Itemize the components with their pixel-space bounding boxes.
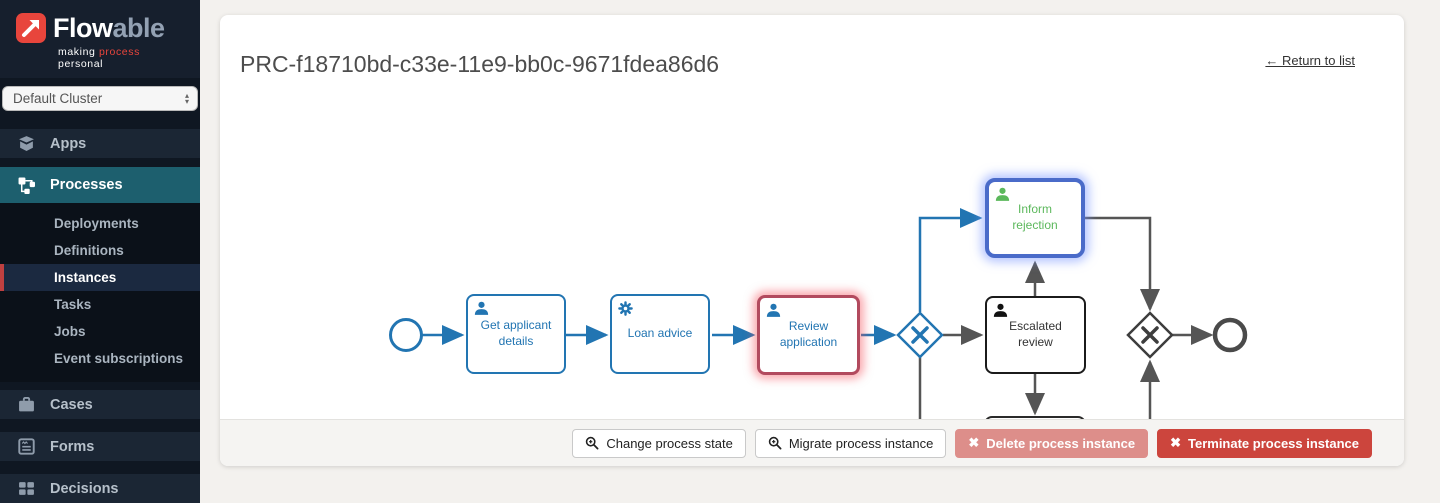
change-process-state-button[interactable]: Change process state xyxy=(572,428,746,458)
sitemap-icon xyxy=(18,177,35,194)
page-title: PRC-f18710bd-c33e-11e9-bb0c-9671fdea86d6 xyxy=(240,51,720,77)
process-instance-card: PRC-f18710bd-c33e-11e9-bb0c-9671fdea86d6… xyxy=(220,15,1404,466)
sidebar-item-label: Processes xyxy=(50,177,123,193)
user-task-icon xyxy=(766,303,781,317)
action-toolbar: Change process state Migrate process ins… xyxy=(220,419,1404,466)
task-label: Get applicant details xyxy=(480,318,552,348)
brand-tagline: making process personal xyxy=(58,46,140,70)
sidebar-item-label: Decisions xyxy=(50,480,119,497)
delete-process-instance-button[interactable]: ✖ Delete process instance xyxy=(955,428,1149,458)
user-task-icon xyxy=(995,187,1010,201)
sidebar-item-label: Cases xyxy=(50,396,93,413)
task-label: Escalated review xyxy=(1009,319,1062,349)
x-icon: ✖ xyxy=(968,435,980,450)
cluster-select-value: Default Cluster xyxy=(13,91,103,106)
sidebar-item-forms[interactable]: Forms xyxy=(0,432,200,461)
logo: Flowable making process personal xyxy=(0,0,200,78)
cluster-select[interactable]: Default Cluster ▴▾ xyxy=(2,86,198,111)
x-icon: ✖ xyxy=(1170,435,1181,450)
subnav-item-instances[interactable]: Instances xyxy=(0,264,200,291)
task-label: Inform rejection xyxy=(1012,202,1058,232)
subnav-item-tasks[interactable]: Tasks xyxy=(54,297,92,312)
service-task-gear-icon xyxy=(618,301,633,316)
sidebar: Flowable making process personal Default… xyxy=(0,0,200,503)
task-get-applicant-details: Get applicant details xyxy=(466,294,566,374)
apps-box-icon xyxy=(19,136,34,151)
migrate-process-instance-button[interactable]: Migrate process instance xyxy=(754,428,947,458)
task-loan-advice: Loan advice xyxy=(610,294,710,374)
processes-subnav: Deployments Definitions Instances Tasks … xyxy=(0,203,200,382)
form-icon xyxy=(18,438,35,455)
terminate-process-instance-button[interactable]: ✖ Terminate process instance xyxy=(1157,428,1372,458)
start-event xyxy=(389,318,423,352)
user-task-icon xyxy=(993,303,1008,317)
subnav-item-definitions[interactable]: Definitions xyxy=(54,243,124,258)
sidebar-item-label: Forms xyxy=(50,438,95,455)
sidebar-item-decisions[interactable]: Decisions xyxy=(0,474,200,503)
task-inform-rejection: Inform rejection xyxy=(985,178,1085,258)
flowable-logo-icon xyxy=(16,13,46,43)
sequence-flows-blue xyxy=(422,208,983,345)
sidebar-item-label: Apps xyxy=(50,135,87,152)
sidebar-item-cases[interactable]: Cases xyxy=(0,390,200,419)
task-label: Loan advice xyxy=(627,326,693,341)
user-task-icon xyxy=(474,301,489,315)
decision-table-icon xyxy=(19,482,34,495)
briefcase-icon xyxy=(19,396,34,412)
task-label: Review application xyxy=(779,319,838,349)
magnifier-plus-icon xyxy=(586,436,599,450)
subnav-item-event-subscriptions[interactable]: Event subscriptions xyxy=(54,351,184,366)
exclusive-gateway-2 xyxy=(1126,311,1174,359)
select-updown-icon: ▴▾ xyxy=(184,90,189,106)
brand-wordmark: Flowable xyxy=(53,12,165,43)
task-partial-bottom xyxy=(985,416,1085,419)
sequence-flows-gray xyxy=(918,216,1214,419)
sidebar-item-apps[interactable]: Apps xyxy=(0,129,200,158)
bpmn-connectors xyxy=(389,208,1248,419)
task-review-application: Review application xyxy=(757,295,860,375)
bpmn-diagram: Get applicant details Loan advice Review… xyxy=(220,90,1404,419)
end-event xyxy=(1212,317,1248,353)
subnav-item-jobs[interactable]: Jobs xyxy=(54,324,86,339)
task-escalated-review: Escalated review xyxy=(985,296,1086,374)
magnifier-plus-icon xyxy=(768,436,782,450)
exclusive-gateway-1 xyxy=(896,311,944,359)
subnav-item-deployments[interactable]: Deployments xyxy=(54,216,139,231)
sidebar-item-processes[interactable]: Processes xyxy=(0,167,200,203)
return-to-list-link[interactable]: ← Return to list xyxy=(1265,53,1355,68)
sidebar-nav: Apps Processes Deployments Definitions I… xyxy=(0,129,200,503)
